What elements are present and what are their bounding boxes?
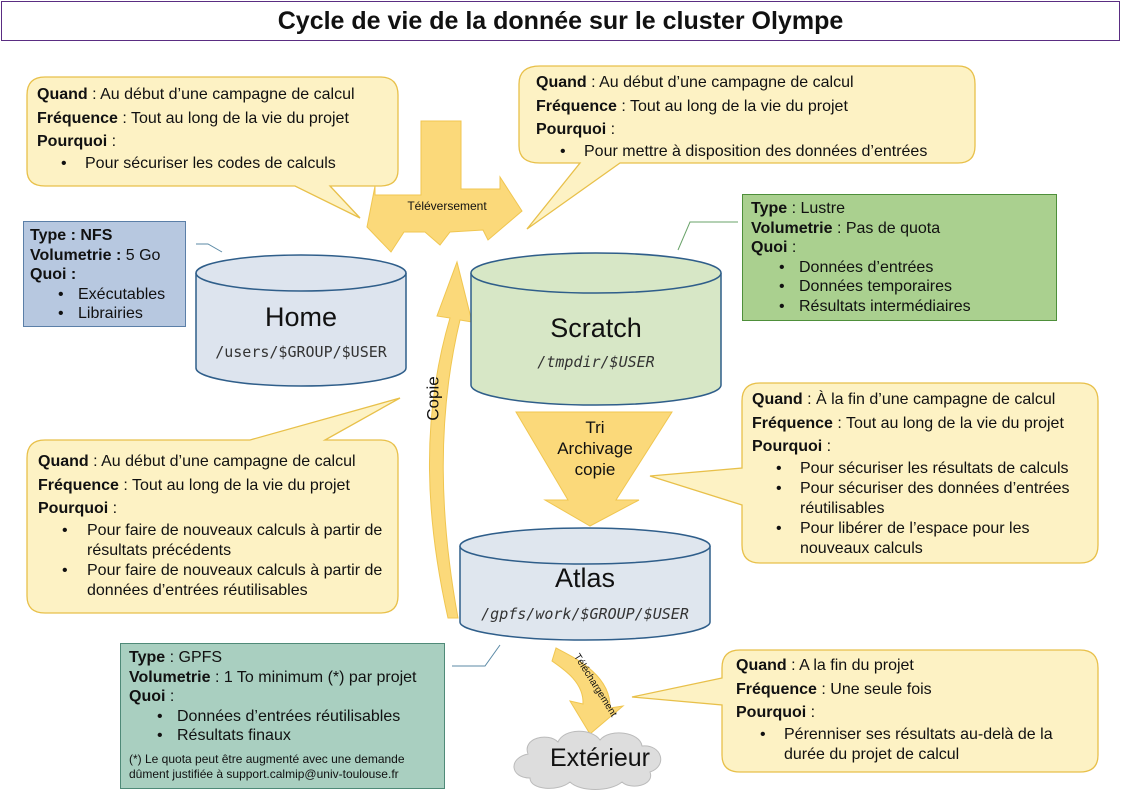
home-quoi-line: Quoi : <box>30 266 77 283</box>
list-item: Pour libérer de l’espace pour les nouvea… <box>752 519 1092 559</box>
bubble-quand-label: Quand <box>536 74 587 91</box>
scratch-path: /tmpdir/$USER <box>537 353 655 371</box>
scratch-quoi-sep: : <box>787 239 797 256</box>
copie-tri-label: copie <box>574 460 616 479</box>
bubble-frequence-label: Fréquence <box>736 680 817 698</box>
list-item: Données d’entrées réutilisables <box>129 707 436 727</box>
bubble-mid-right: Quand : À la fin d’une campagne de calcu… <box>752 388 1092 559</box>
home-path: /users/$GROUP/$USER <box>215 343 387 361</box>
scratch-name: Scratch <box>550 313 642 343</box>
bubble-quand-value: : Au début d’une campagne de calcul <box>87 86 355 103</box>
scratch-info-box: Type : Lustre Volumetrie : Pas de quota … <box>742 194 1057 321</box>
scratch-quoi-label: Quoi <box>751 239 788 256</box>
bubble-quand-label: Quand <box>38 453 89 470</box>
atlas-quota-note: (*) Le quota peut être augmenté avec une… <box>129 752 436 782</box>
home-connector-line <box>196 243 223 253</box>
list-item: Pérenniser ses résultats au-delà de la d… <box>736 725 1086 765</box>
atlas-quoi-sep: : <box>165 688 175 705</box>
bubble-quand-label: Quand <box>736 657 787 674</box>
copie-label: Copie <box>423 376 443 421</box>
bubble-pourquoi-sep: : <box>606 121 616 138</box>
atlas-name: Atlas <box>554 563 616 593</box>
archivage-label: Archivage <box>557 439 633 458</box>
bubble-frequence-label: Fréquence <box>752 414 833 432</box>
scratch-connector-line <box>677 221 738 251</box>
home-volumetrie-sep: : <box>111 246 122 264</box>
atlas-volumetrie-label: Volumetrie <box>129 668 211 686</box>
bubble-quand-value: : Au début d’une campagne de calcul <box>586 74 854 91</box>
bubble-pourquoi-sep: : <box>107 133 117 150</box>
list-item: Pour faire de nouveaux calculs à partir … <box>38 521 393 561</box>
bubble-quand-label: Quand <box>37 86 88 103</box>
list-item: Pour sécuriser des données d’entrées réu… <box>752 479 1092 519</box>
bubble-bottom-right: Quand : A la fin du projet Fréquence : U… <box>736 654 1086 765</box>
list-item: Pour mettre à disposition des données d’… <box>536 142 966 162</box>
bubble-pourquoi-label: Pourquoi <box>536 121 607 138</box>
tri-label: Tri <box>585 418 605 437</box>
exterieur-name: Extérieur <box>549 744 651 772</box>
list-item: Données temporaires <box>751 277 1048 297</box>
list-item: Pour sécuriser les codes de calculs <box>37 154 392 174</box>
scratch-type-value: : Lustre <box>787 200 845 217</box>
bubble-frequence-value: : Tout au long de la vie du projet <box>118 476 350 494</box>
list-item: Résultats finaux <box>129 726 436 746</box>
scratch-volumetrie-label: Volumetrie <box>751 219 833 237</box>
bubble-top-left: Quand : Au début d’une campagne de calcu… <box>37 83 392 174</box>
bubble-pourquoi-sep: : <box>806 704 816 721</box>
bubble-pourquoi-label: Pourquoi <box>38 500 109 517</box>
bubble-top-right: Quand : Au début d’une campagne de calcu… <box>536 71 966 162</box>
home-volumetrie-label: Volumetrie <box>30 246 112 264</box>
home-type-line: Type : NFS <box>30 227 113 244</box>
atlas-type-value: : GPFS <box>165 649 223 666</box>
list-item: Exécutables <box>30 285 179 305</box>
bubble-pourquoi-label: Pourquoi <box>752 438 823 455</box>
home-volumetrie-value: 5 Go <box>121 246 161 264</box>
scratch-volumetrie-value: : Pas de quota <box>832 219 941 237</box>
bubble-pourquoi-label: Pourquoi <box>736 704 807 721</box>
bubble-frequence-label: Fréquence <box>38 476 119 494</box>
bubble-quand-value: : À la fin d’une campagne de calcul <box>802 391 1056 408</box>
bubble-frequence-label: Fréquence <box>536 97 617 115</box>
scratch-type-label: Type <box>751 200 788 217</box>
list-item: Résultats intermédiaires <box>751 297 1048 317</box>
atlas-type-label: Type <box>129 649 166 666</box>
list-item: Librairies <box>30 304 179 324</box>
list-item: Pour sécuriser les résultats de calculs <box>752 459 1092 479</box>
copie-arrow <box>429 260 473 619</box>
bubble-pourquoi-sep: : <box>108 500 118 517</box>
home-info-box: Type : NFS Volumetrie : 5 Go Quoi : Exéc… <box>23 221 186 327</box>
bubble-quand-value: : Au début d’une campagne de calcul <box>88 453 356 470</box>
atlas-note-line-1: (*) Le quota peut être augmenté avec une… <box>129 751 405 766</box>
atlas-cylinder <box>459 527 711 641</box>
bubble-pourquoi-sep: : <box>822 438 832 455</box>
list-item: Données d’entrées <box>751 258 1048 278</box>
atlas-note-line-2: dûment justifiée à support.calmip@univ-t… <box>129 766 399 781</box>
bubble-frequence-value: : Une seule fois <box>816 680 932 698</box>
home-name: Home <box>264 302 338 332</box>
atlas-path: /gpfs/work/$GROUP/$USER <box>481 605 689 623</box>
atlas-connector-line <box>452 644 501 667</box>
bubble-quand-label: Quand <box>752 391 803 408</box>
page-title: Cycle de vie de la donnée sur le cluster… <box>1 1 1120 41</box>
bubble-frequence-value: : Tout au long de la vie du projet <box>117 109 349 127</box>
list-item: Pour faire de nouveaux calculs à partir … <box>38 561 393 601</box>
bubble-pourquoi-label: Pourquoi <box>37 133 108 150</box>
tri-archivage-arrow <box>515 411 673 527</box>
atlas-info-box: Type : GPFS Volumetrie : 1 To minimum (*… <box>120 643 445 789</box>
bubble-top-left-shape <box>26 76 399 219</box>
scratch-cylinder <box>470 252 722 406</box>
bubble-frequence-label: Fréquence <box>37 109 118 127</box>
home-cylinder <box>195 254 407 387</box>
bubble-quand-value: : A la fin du projet <box>786 657 914 674</box>
atlas-quoi-label: Quoi <box>129 688 166 705</box>
atlas-volumetrie-value: : 1 To minimum (*) par projet <box>210 668 417 686</box>
bubble-mid-left: Quand : Au début d’une campagne de calcu… <box>38 450 393 601</box>
bubble-frequence-value: : Tout au long de la vie du projet <box>616 97 848 115</box>
televersement-arrow <box>366 120 523 253</box>
bubble-frequence-value: : Tout au long de la vie du projet <box>832 414 1064 432</box>
exterieur-cloud <box>513 730 662 790</box>
telechargement-arrow <box>551 647 625 735</box>
televersement-label: Téléversement <box>407 199 487 213</box>
